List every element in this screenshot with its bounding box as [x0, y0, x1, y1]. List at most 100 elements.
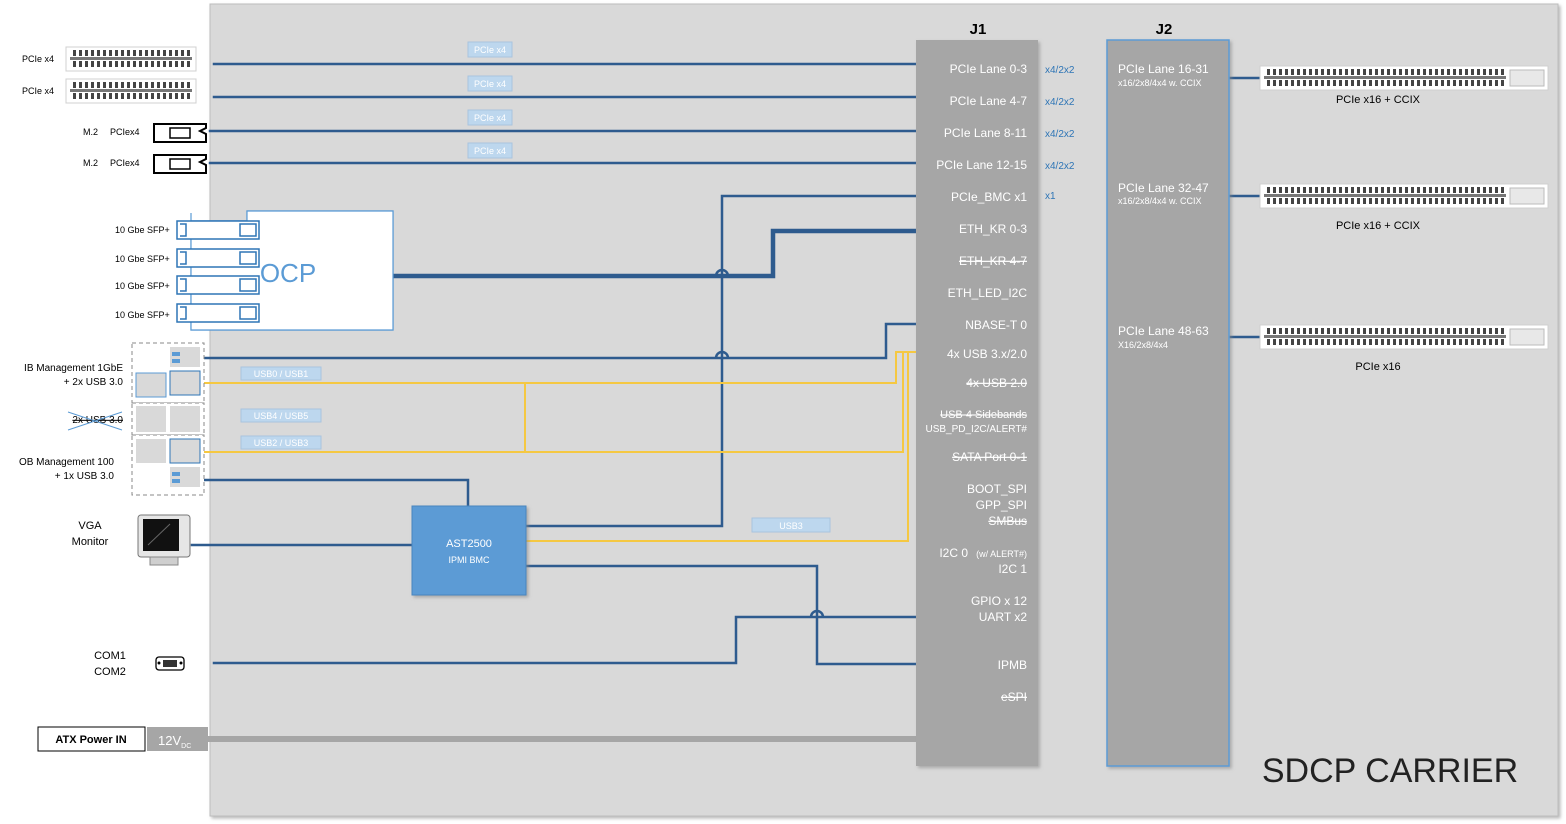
atx-box [37, 726, 146, 752]
bmc-name: AST2500 [446, 538, 492, 550]
j1-pin: IPMB [998, 658, 1027, 672]
power-12v-label: 12VDC [158, 733, 191, 750]
atx-label: ATX Power IN [55, 734, 126, 746]
j1-pin: eSPI [1001, 690, 1027, 704]
line-crossing-hops [714, 268, 825, 618]
j2-group-label: PCIe Lane 32-47 [1118, 181, 1209, 195]
port-block [131, 402, 205, 436]
signal-lines [190, 62, 1264, 742]
sfp-labels: 10 Gbe SFP+ 10 Gbe SFP+ 10 Gbe SFP+ 10 G… [115, 225, 170, 320]
pcie-x16-slot [1259, 65, 1549, 91]
j1-pin: PCIe Lane 12-15 [936, 158, 1027, 172]
bmc-sub: IPMI BMC [448, 555, 490, 565]
ocp-label: OCP [260, 258, 316, 288]
vga-label: VGA [78, 520, 102, 532]
slot-labels: PCIe x16 + CCIX PCIe x16 + CCIX PCIe x16 [1336, 94, 1421, 373]
com-label: COM1 [94, 650, 126, 662]
sfp-label: 10 Gbe SFP+ [115, 254, 170, 264]
sfp-label: 10 Gbe SFP+ [115, 225, 170, 235]
port-block [131, 342, 205, 404]
j1-pin: 4x USB 3.x/2.0 [947, 347, 1027, 361]
m2-label: M.2 [83, 127, 98, 137]
j1-notes: x4/2x2 x4/2x2 x4/2x2 x4/2x2 x1 [1045, 65, 1075, 202]
m2-labels: M.2 PCIex4 M.2 PCIex4 [83, 127, 140, 168]
pcie-x4-slot [65, 46, 197, 72]
ib-mgmt-label: + 2x USB 3.0 [64, 377, 124, 388]
ib-mgmt-label: IB Management 1GbE [24, 363, 123, 374]
port-block [131, 434, 205, 496]
j1-pin: (w/ ALERT#) [976, 549, 1027, 559]
j1-pins: PCIe Lane 0-3 PCIe Lane 4-7 PCIe Lane 8-… [925, 62, 1027, 704]
com-label: COM2 [94, 666, 126, 678]
j1-pin: ETH_LED_I2C [948, 286, 1028, 300]
bus-tag: USB4 / USB5 [254, 411, 309, 421]
j1-pin: I2C 0 [939, 546, 968, 560]
slot-label: PCIe x16 [1355, 361, 1400, 373]
pin-note: x4/2x2 [1045, 65, 1075, 76]
m2-slot-icon [153, 123, 207, 143]
monitor-icon [137, 514, 191, 566]
j1-pin: PCIe Lane 0-3 [950, 62, 1028, 76]
j2-group-sub: x16/2x8/4x4 w. CCIX [1118, 78, 1202, 88]
bus-tag: PCIe x4 [474, 113, 506, 123]
j1-pin: GPP_SPI [976, 498, 1027, 512]
pcie-x16-slot [1259, 324, 1549, 350]
j1-pin: UART x2 [979, 610, 1028, 624]
pcie-x4-slot [65, 78, 197, 104]
pin-note: x4/2x2 [1045, 161, 1075, 172]
vga-label: Monitor [72, 536, 109, 548]
bmc-chip [411, 505, 527, 596]
pcie-slot-label: PCIe x4 [22, 86, 54, 96]
bus-tag: USB2 / USB3 [254, 438, 309, 448]
bus-tag: PCIe x4 [474, 45, 506, 55]
j2-group-label: PCIe Lane 48-63 [1118, 324, 1209, 338]
j2-group-sub: X16/2x8/4x4 [1118, 340, 1168, 350]
bus-tag: USB0 / USB1 [254, 369, 309, 379]
bus-tag: USB3 [779, 521, 803, 531]
serial-port-icon [155, 656, 185, 671]
pin-note: x4/2x2 [1045, 97, 1075, 108]
j1-pin: SATA Port 0-1 [952, 450, 1027, 464]
j1-pin: PCIe_BMC x1 [951, 190, 1027, 204]
j1-pin: ETH_KR 0-3 [959, 222, 1027, 236]
sfp-cage [176, 220, 260, 323]
slot-label: PCIe x16 + CCIX [1336, 220, 1421, 232]
m2-label: M.2 [83, 158, 98, 168]
j1-pin: 4x USB 2.0 [966, 376, 1027, 390]
bus-tag: PCIe x4 [474, 146, 506, 156]
bus-tag: PCIe x4 [474, 79, 506, 89]
j1-pin: GPIO x 12 [971, 594, 1027, 608]
sfp-label: 10 Gbe SFP+ [115, 310, 170, 320]
j1-pin: ETH_KR 4-7 [959, 254, 1027, 268]
j1-label: J1 [970, 21, 987, 38]
pcie-slot-label: PCIe x4 [22, 54, 54, 64]
j1-connector [916, 40, 1038, 766]
power-12v-box [147, 727, 208, 751]
board-title: SDCP CARRIER [1262, 752, 1518, 790]
j1-pin: USB 4 Sidebands [940, 409, 1027, 421]
j2-group-sub: x16/2x8/4x4 w. CCIX [1118, 196, 1202, 206]
bus-tags: PCIe x4 PCIe x4 PCIe x4 PCIe x4 USB0 / U… [240, 41, 831, 533]
j1-pin: SMBus [988, 514, 1027, 528]
j1-pin: PCIe Lane 4-7 [950, 94, 1028, 108]
j2-label: J2 [1156, 21, 1173, 38]
ob-mgmt-label: OB Management 100 [19, 457, 114, 468]
m2-label: PCIex4 [110, 127, 140, 137]
m2-slot-icon [153, 154, 207, 174]
pin-note: x4/2x2 [1045, 129, 1075, 140]
j2-groups: PCIe Lane 16-31 x16/2x8/4x4 w. CCIX PCIe… [1118, 62, 1209, 350]
j2-group-label: PCIe Lane 16-31 [1118, 62, 1209, 76]
pin-note: x1 [1045, 191, 1056, 202]
j2-connector [1106, 39, 1230, 767]
j1-pin: NBASE-T 0 [965, 318, 1027, 332]
j1-pin: USB_PD_I2C/ALERT# [925, 424, 1027, 435]
port-labels: IB Management 1GbE + 2x USB 3.0 2x USB 3… [19, 363, 123, 482]
slot-label: PCIe x16 + CCIX [1336, 94, 1421, 106]
sfp-label: 10 Gbe SFP+ [115, 281, 170, 291]
m2-label: PCIex4 [110, 158, 140, 168]
j1-pin: BOOT_SPI [967, 482, 1027, 496]
j1-pin: PCIe Lane 8-11 [944, 126, 1027, 140]
strike-x-mark [67, 411, 123, 431]
pcie-x16-slot [1259, 183, 1549, 209]
ob-mgmt-label: + 1x USB 3.0 [55, 471, 115, 482]
